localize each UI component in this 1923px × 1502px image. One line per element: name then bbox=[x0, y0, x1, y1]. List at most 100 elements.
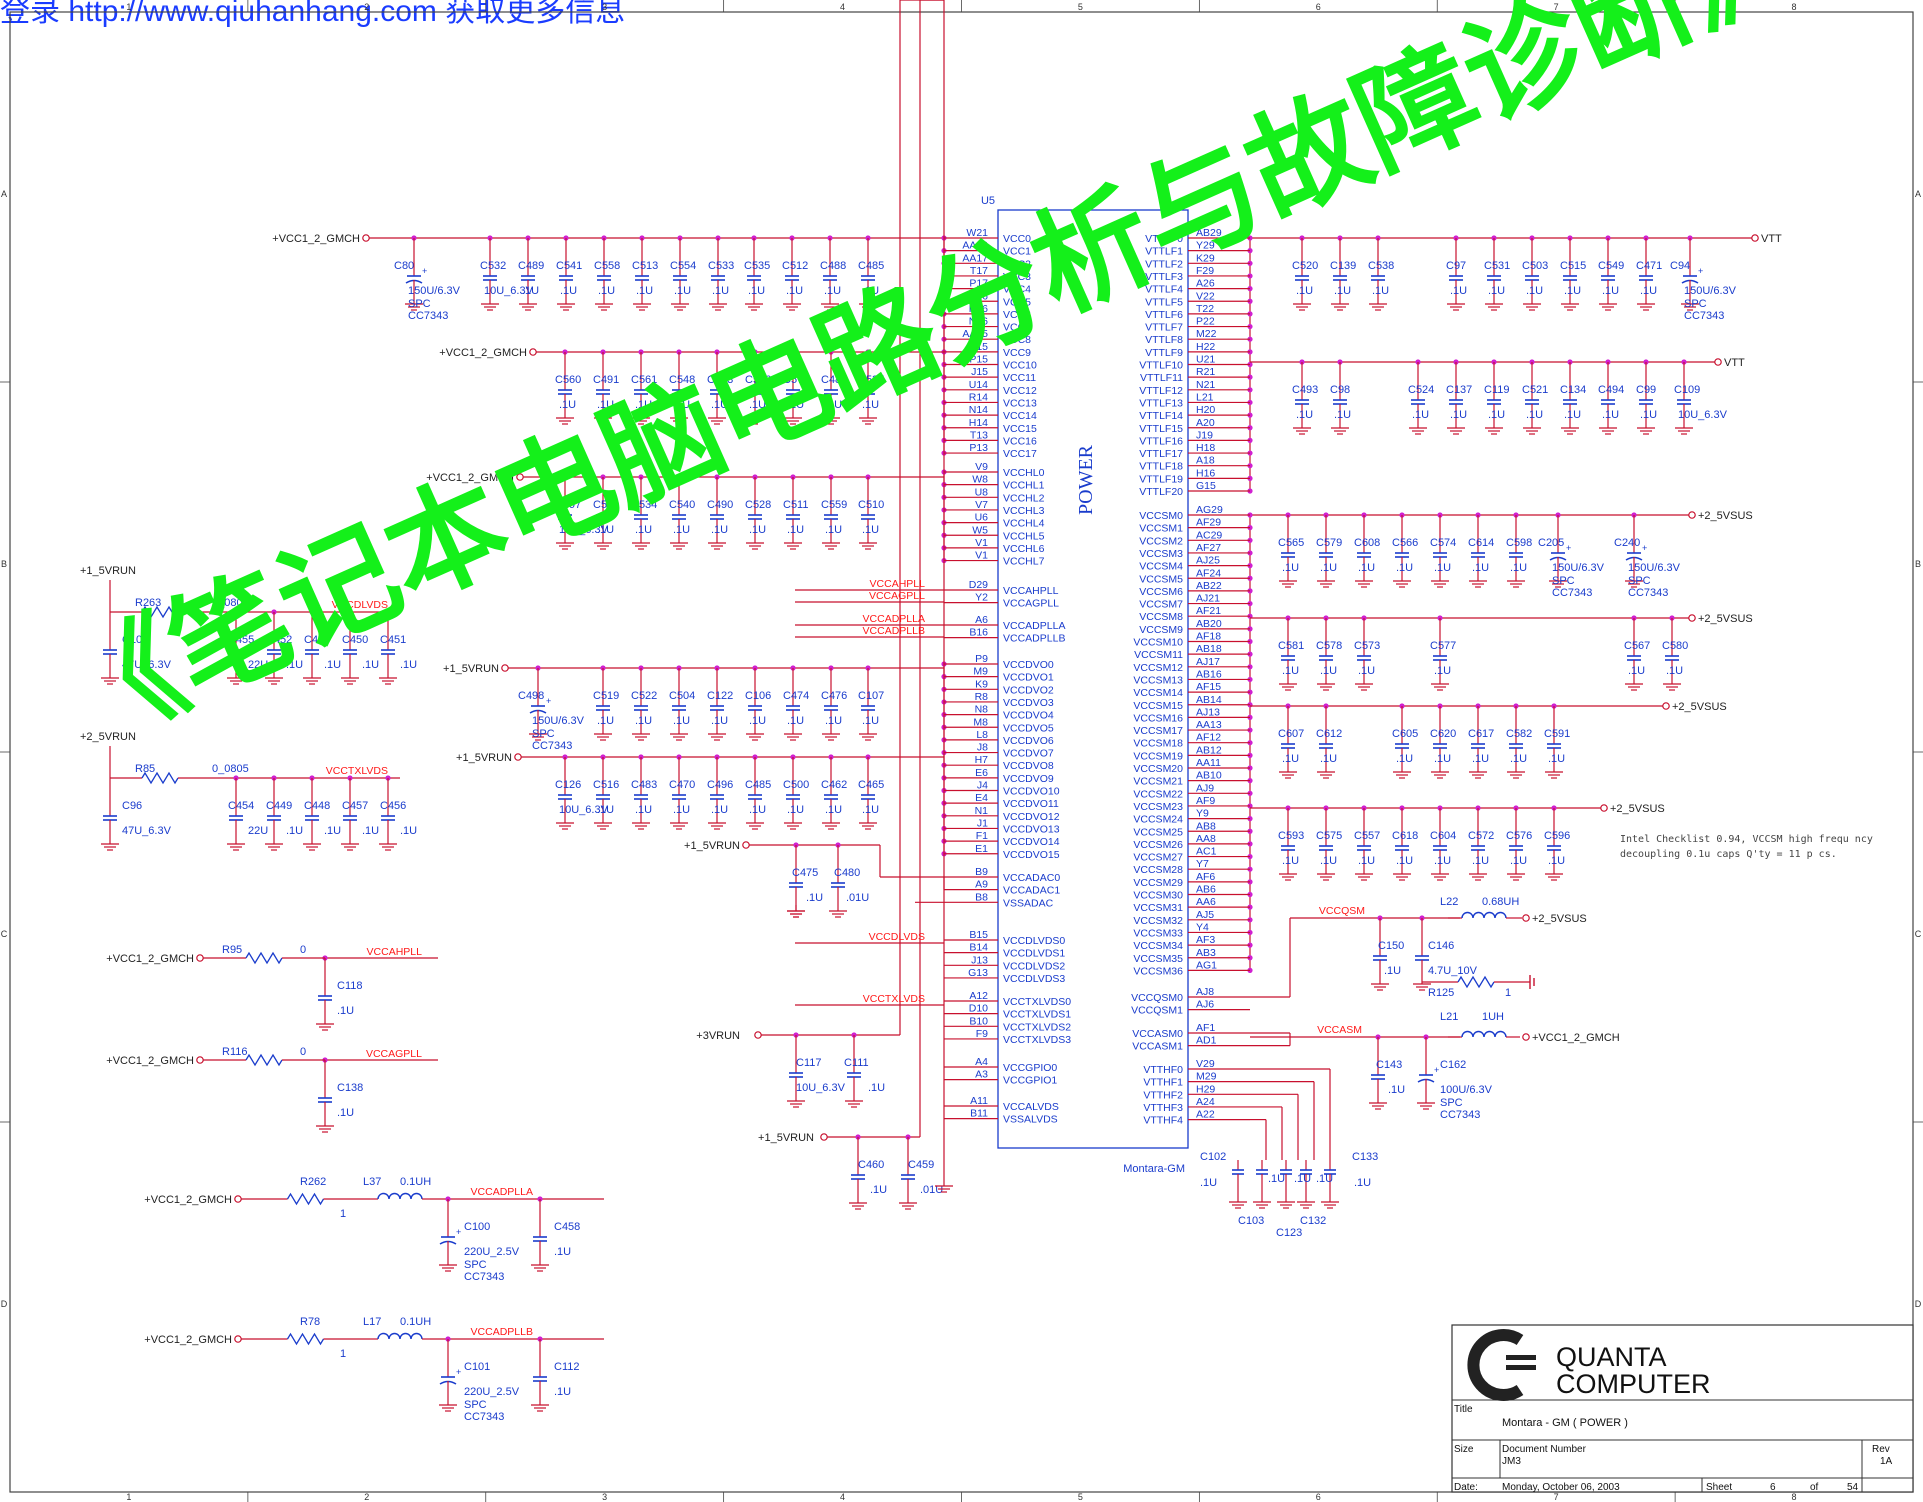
cap-value: .1U bbox=[673, 399, 690, 411]
net-port bbox=[196, 1056, 204, 1064]
ground-symbol bbox=[556, 817, 574, 830]
pin-number: AC1 bbox=[1196, 846, 1217, 858]
col-marker: 5 bbox=[1078, 1492, 1083, 1502]
pin-number: B8 bbox=[975, 891, 988, 903]
net-name: VCCAHPLL bbox=[367, 946, 423, 958]
cap-value: .1U bbox=[1602, 285, 1619, 297]
ground-symbol bbox=[1277, 1196, 1295, 1209]
cap-value: .1U bbox=[1200, 1177, 1217, 1189]
cap-value: .1U bbox=[1294, 1173, 1311, 1185]
cap-value: .1U bbox=[597, 524, 614, 536]
ground-symbol bbox=[708, 412, 726, 425]
ground-symbol bbox=[670, 537, 688, 550]
pin-name: VCCALVDS bbox=[1003, 1101, 1059, 1113]
cap-ref: C524 bbox=[1408, 384, 1434, 396]
cap-ref: C567 bbox=[1624, 640, 1650, 652]
pin-number: AJ9 bbox=[1196, 782, 1214, 794]
pin-number: A3 bbox=[975, 1069, 988, 1081]
ground-symbol bbox=[1317, 766, 1335, 779]
res-value: 0_0805 bbox=[212, 763, 249, 775]
cap-value: .1U bbox=[635, 524, 652, 536]
cap-ref: C97 bbox=[1446, 260, 1466, 272]
pin-number: H18 bbox=[1196, 442, 1215, 454]
ground-symbol bbox=[1317, 575, 1335, 588]
cap-ref: C99 bbox=[1636, 384, 1656, 396]
pin-name: VTTLF13 bbox=[1139, 397, 1183, 409]
capacitor-c111: C111.1U bbox=[844, 1035, 885, 1108]
pin-number: AA13 bbox=[1196, 719, 1222, 731]
pin-number: U14 bbox=[969, 379, 988, 391]
cap-ref: C112 bbox=[554, 1361, 579, 1373]
ground-symbol bbox=[594, 412, 612, 425]
pin-number: G15 bbox=[1196, 480, 1216, 492]
cap-ref: C498 bbox=[518, 690, 544, 702]
cap-ref: C100 bbox=[464, 1221, 490, 1233]
capacitor-c554: C554.1U bbox=[670, 238, 696, 311]
net-label: +VCC1_2_GMCH bbox=[144, 1194, 232, 1206]
res-ref: R78 bbox=[300, 1316, 320, 1328]
capacitor-c509: C509.1U bbox=[593, 477, 619, 550]
cap-ref: C491 bbox=[593, 374, 619, 386]
pin-number: U8 bbox=[975, 486, 989, 498]
ground-symbol bbox=[1561, 298, 1579, 311]
cap-value: .1U bbox=[286, 825, 303, 837]
pin-name: VCCAHPLL bbox=[1003, 585, 1059, 597]
cap-ref: C612 bbox=[1316, 728, 1342, 740]
ind-value: 0.1UH bbox=[400, 1316, 431, 1328]
net-port bbox=[514, 753, 522, 761]
capacitor-c593: C593.1U bbox=[1278, 808, 1304, 881]
cap-value: .1U bbox=[1334, 409, 1351, 421]
cap-ref: C512 bbox=[782, 260, 808, 272]
cap-value: .1U bbox=[560, 285, 577, 297]
pin-number: AJ21 bbox=[1196, 593, 1220, 605]
pin-number: AF15 bbox=[1196, 681, 1221, 693]
cap-ref: C541 bbox=[556, 260, 582, 272]
net-label: +VCC1_2_GMCH bbox=[106, 953, 194, 965]
pin-name: VCCSM1 bbox=[1139, 523, 1183, 535]
pin-number: H20 bbox=[1196, 404, 1215, 416]
cap-value: .1U bbox=[749, 524, 766, 536]
cap-note: CC7343 bbox=[1552, 587, 1592, 599]
cap-value: .1U bbox=[787, 715, 804, 727]
cap-ref: C581 bbox=[1278, 640, 1304, 652]
resistor-r262 bbox=[241, 1192, 370, 1206]
cap-ref: C577 bbox=[1430, 640, 1456, 652]
ground-symbol bbox=[1409, 422, 1427, 435]
pin-number: N14 bbox=[969, 404, 988, 416]
pin-number: H22 bbox=[1196, 341, 1215, 353]
cap-value: 10U_6.3V bbox=[559, 524, 609, 536]
capacitor-c581: C581.1U bbox=[1278, 618, 1304, 691]
ground-symbol bbox=[594, 537, 612, 550]
pin-number: B9 bbox=[975, 866, 988, 878]
pin-name: VCCSM7 bbox=[1139, 599, 1183, 611]
net-label: +VCC1_2_GMCH bbox=[439, 347, 527, 359]
wires bbox=[109, 0, 1752, 1342]
pin-number: P13 bbox=[969, 442, 988, 454]
pin-name: VCCGPIO1 bbox=[1003, 1075, 1057, 1087]
ind-value: 0.1UH bbox=[400, 1176, 431, 1188]
capacitor-c475: C475.1U bbox=[787, 845, 823, 918]
inductor-l37 bbox=[370, 1192, 430, 1200]
pin-number: M8 bbox=[973, 716, 988, 728]
ground-symbol bbox=[670, 817, 688, 830]
cap-value: .1U bbox=[787, 804, 804, 816]
cap-ref: C593 bbox=[1278, 830, 1304, 842]
cap-value: 10U_6.3V bbox=[559, 804, 609, 816]
ground-symbol bbox=[787, 905, 805, 918]
pin-name: VCC1 bbox=[1003, 246, 1031, 258]
chip-label: POWER bbox=[1075, 444, 1097, 515]
capacitor-c503: C503.1U bbox=[1522, 238, 1548, 311]
capacitor-c510: C510.1U bbox=[858, 477, 884, 550]
cap-ref: C533 bbox=[708, 260, 734, 272]
source-link[interactable]: 登录 http://www.qiuhanhang.com 获取更多信息 bbox=[0, 0, 626, 28]
cap-value: .1U bbox=[1412, 409, 1429, 421]
cap-value: .1U bbox=[635, 715, 652, 727]
pin-name: VCCDVO6 bbox=[1003, 735, 1054, 747]
cap-ref: C558 bbox=[594, 260, 620, 272]
cap-ref: C500 bbox=[783, 779, 809, 791]
capacitor-c452: C452.1U bbox=[265, 612, 303, 685]
res-value: 0_0805 bbox=[212, 597, 249, 609]
pin-name: VCCSM27 bbox=[1133, 852, 1183, 864]
